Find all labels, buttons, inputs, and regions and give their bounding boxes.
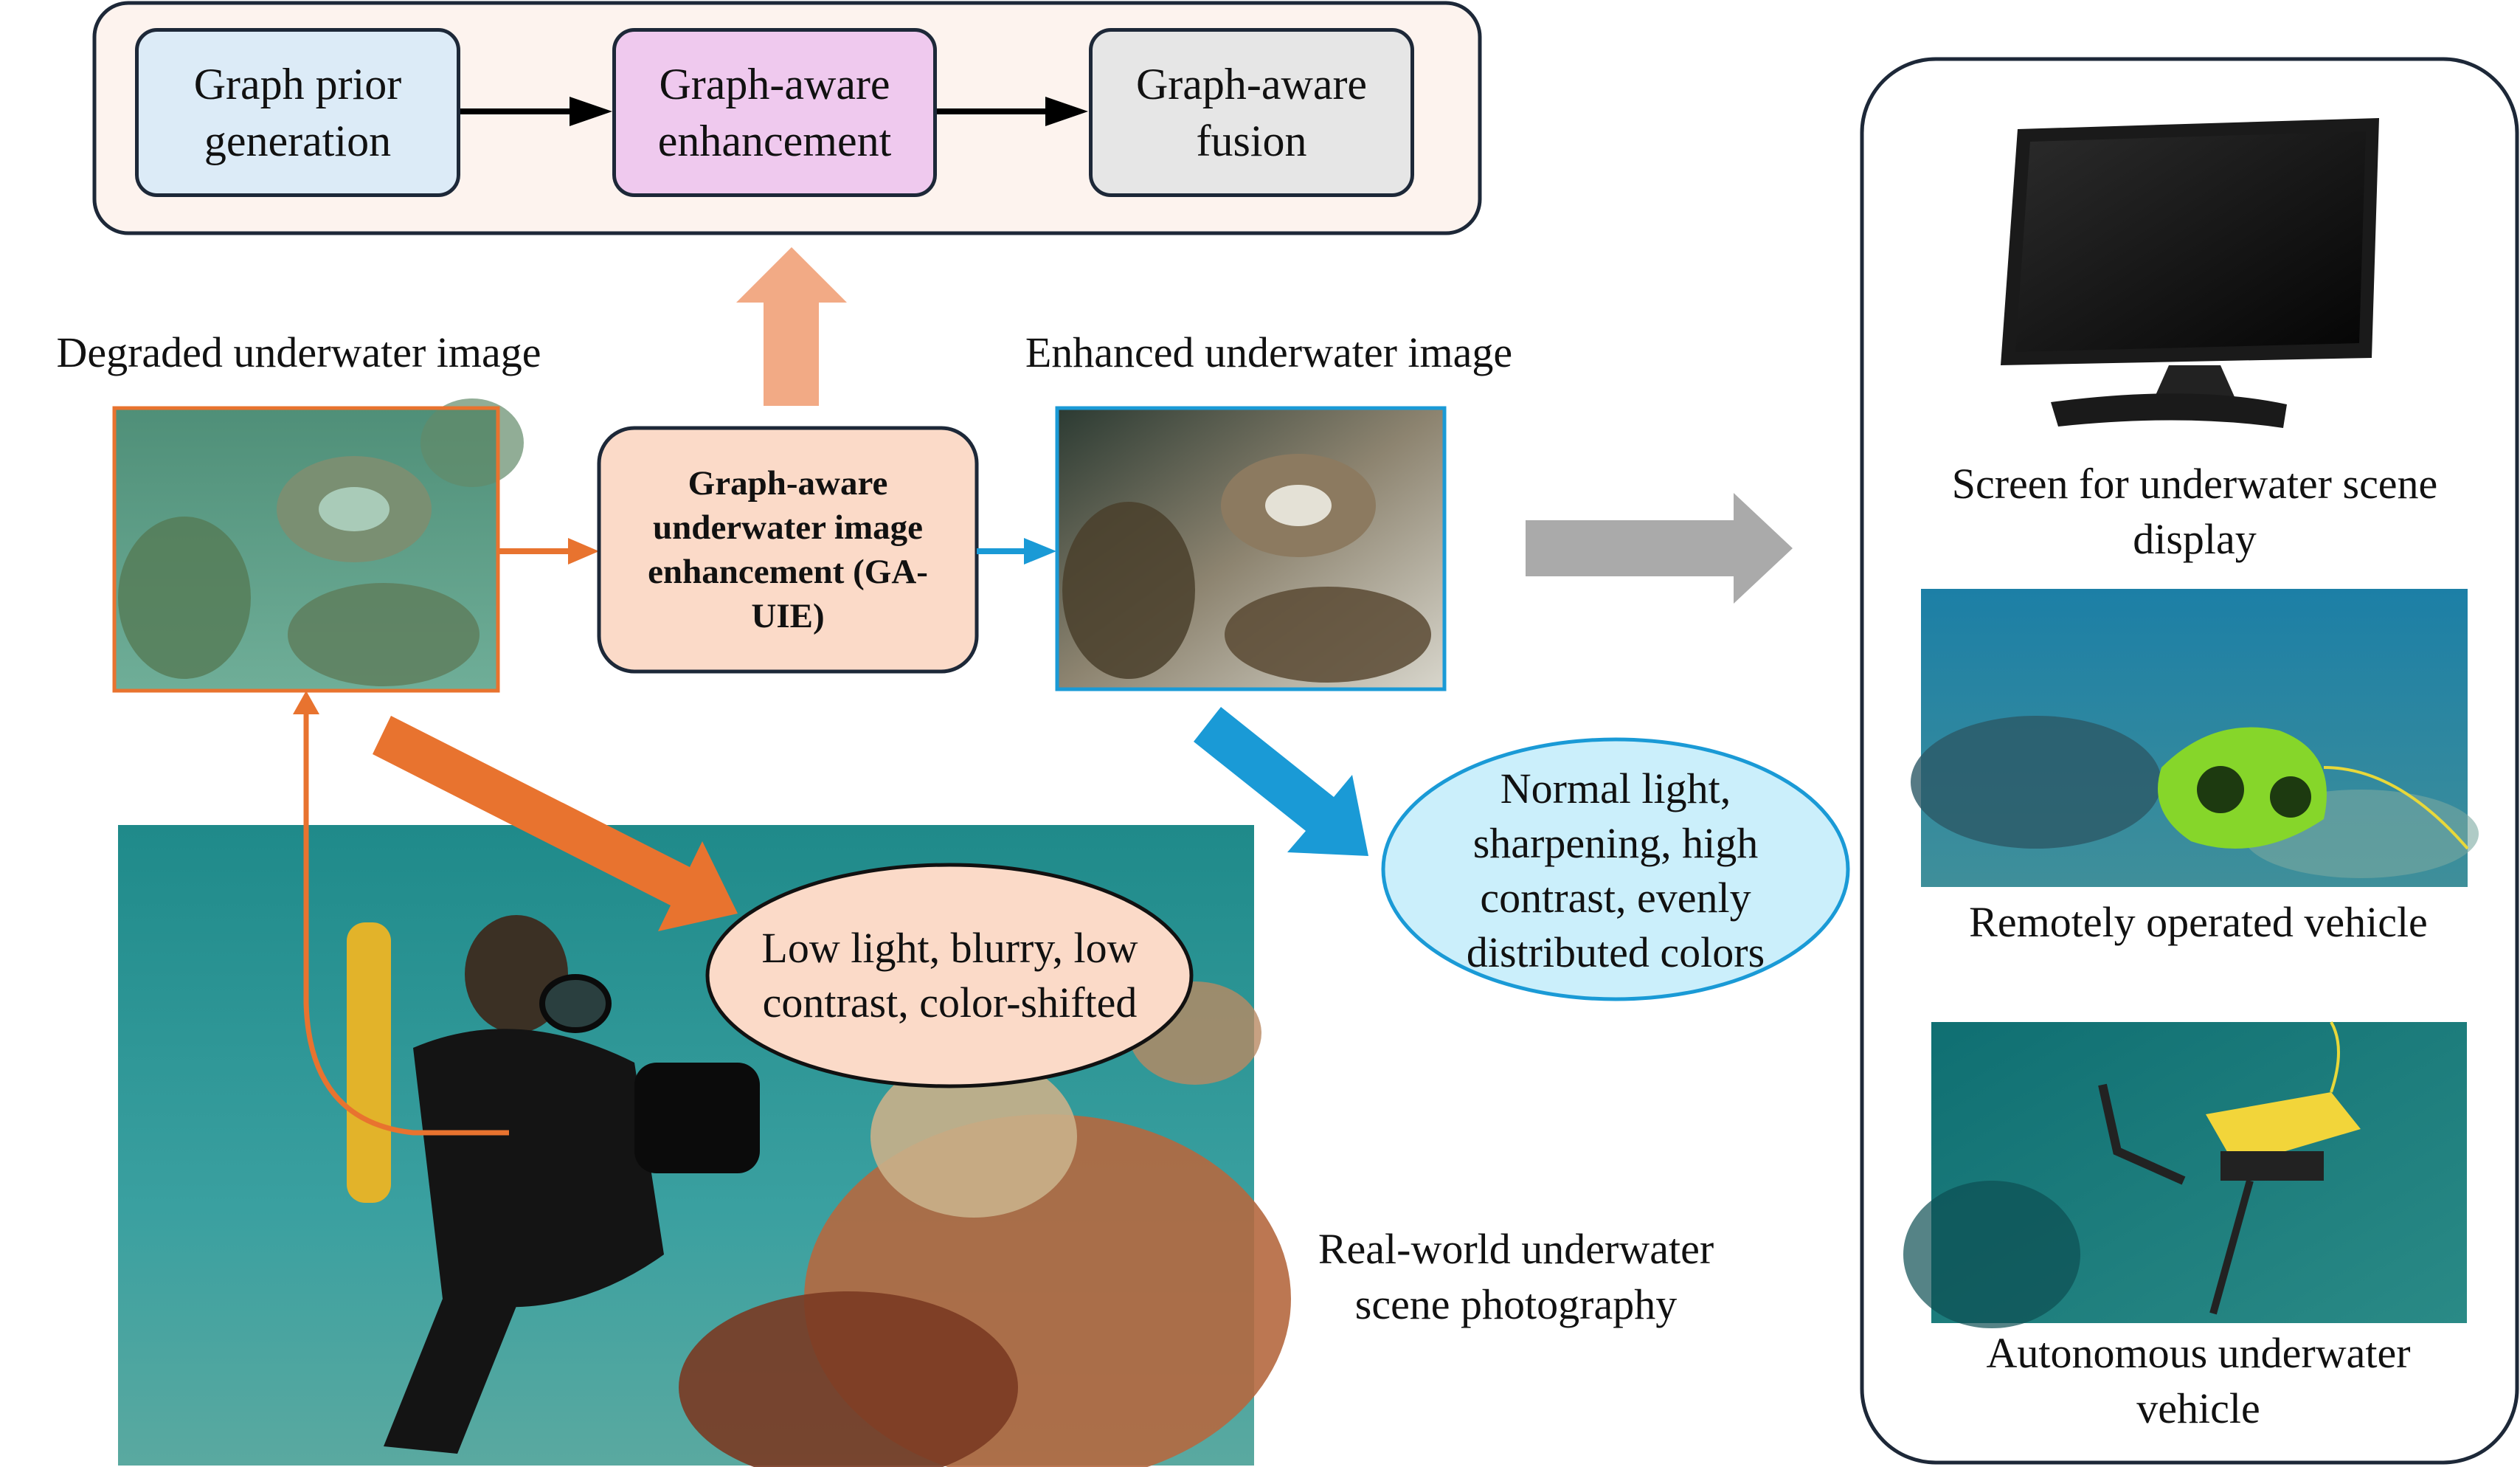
rov-caption: Remotely operated vehicle (1962, 894, 2434, 950)
graph-prior-generation-box: Graph prior generation (135, 28, 460, 197)
graph-prior-generation-label: Graph prior generation (139, 56, 457, 170)
degraded-image (114, 398, 524, 691)
enhanced-traits-text: Normal light, sharpening, high contrast,… (1420, 762, 1811, 981)
photography-caption: Real-world underwater scene photography (1276, 1221, 1756, 1333)
method-label: Graph-aware underwater image enhancement… (620, 461, 956, 639)
degraded-image-label: Degraded underwater image (15, 325, 583, 380)
graph-aware-enhancement-box: Graph-aware enhancement (612, 28, 937, 197)
rov-image (1911, 589, 2479, 887)
auv-image (1903, 1022, 2467, 1328)
graph-aware-enhancement-label: Graph-aware enhancement (616, 56, 933, 170)
auv-caption: Autonomous underwater vehicle (1962, 1325, 2434, 1437)
degraded-traits-text: Low light, blurry, low contrast, color-s… (745, 921, 1155, 1030)
graph-aware-fusion-label: Graph-aware fusion (1093, 56, 1410, 170)
screen-caption: Screen for underwater scene display (1948, 456, 2442, 567)
method-to-enhanced-arrow (977, 538, 1056, 565)
method-label-wrap: Graph-aware underwater image enhancement… (620, 435, 956, 664)
peach-up-arrow (736, 247, 847, 406)
monitor-image (1989, 107, 2390, 442)
enhanced-image-label: Enhanced underwater image (981, 325, 1557, 380)
enhanced-image (1057, 408, 1444, 689)
degraded-to-method-arrow (499, 538, 599, 565)
graph-aware-fusion-box: Graph-aware fusion (1089, 28, 1414, 197)
enhanced-traits-text-wrap: Normal light, sharpening, high contrast,… (1420, 756, 1811, 985)
to-applications-arrow (1526, 493, 1793, 604)
degraded-traits-text-wrap: Low light, blurry, low contrast, color-s… (745, 894, 1155, 1057)
